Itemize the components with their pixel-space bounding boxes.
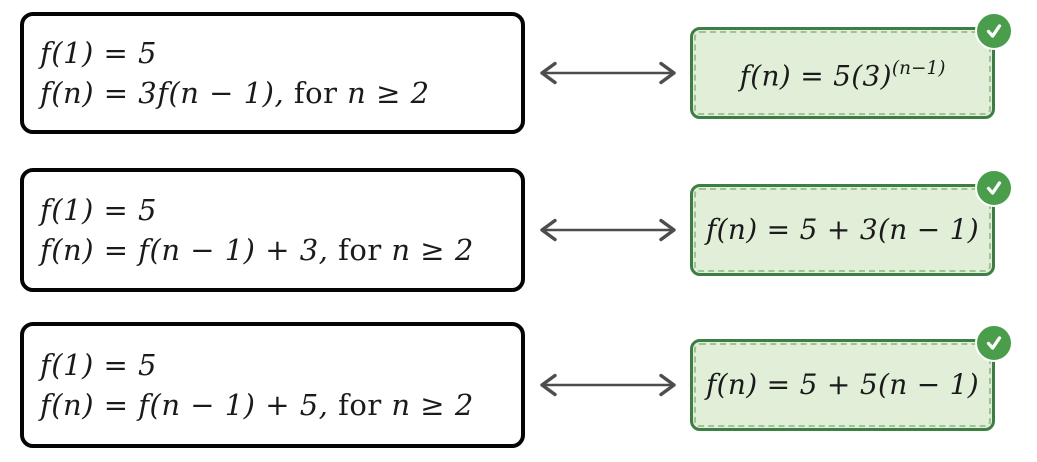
recursive-definition-card: f(1) = 5 f(n) = f(n − 1) + 3, for n ≥ 2 xyxy=(20,168,525,292)
match-arrow xyxy=(525,60,690,86)
double-arrow-icon xyxy=(539,218,676,242)
checkmark-icon xyxy=(986,336,1002,350)
recursive-definition-card: f(1) = 5 f(n) = 3f(n − 1), for n ≥ 2 xyxy=(20,12,525,134)
definition-line-1: f(1) = 5 xyxy=(40,348,157,382)
match-row: f(1) = 5 f(n) = 3f(n − 1), for n ≥ 2 f(n… xyxy=(20,12,1037,134)
definition-line-1: f(1) = 5 xyxy=(40,36,157,70)
match-arrow xyxy=(525,217,690,243)
definition-line-1: f(1) = 5 xyxy=(40,193,157,227)
explicit-formula: f(n) = 5 + 3(n − 1) xyxy=(705,213,980,246)
correct-badge xyxy=(975,169,1013,207)
explicit-formula: f(n) = 5(3)(n−1) xyxy=(739,58,946,93)
matched-answer-card[interactable]: f(n) = 5 + 3(n − 1) xyxy=(690,169,1013,276)
match-row: f(1) = 5 f(n) = f(n − 1) + 5, for n ≥ 2 … xyxy=(20,322,1037,448)
checkmark-icon xyxy=(986,181,1002,195)
match-row: f(1) = 5 f(n) = f(n − 1) + 3, for n ≥ 2 … xyxy=(20,168,1037,292)
definition-line-2: f(n) = f(n − 1) + 5, for n ≥ 2 xyxy=(40,388,474,422)
matching-exercise-board: f(1) = 5 f(n) = 3f(n − 1), for n ≥ 2 f(n… xyxy=(20,12,1037,448)
explicit-formula: f(n) = 5 + 5(n − 1) xyxy=(705,368,980,401)
definition-line-2: f(n) = f(n − 1) + 3, for n ≥ 2 xyxy=(40,233,474,267)
recursive-definition-card: f(1) = 5 f(n) = f(n − 1) + 5, for n ≥ 2 xyxy=(20,322,525,448)
correct-badge xyxy=(975,12,1013,50)
match-arrow xyxy=(525,372,690,398)
checkmark-icon xyxy=(986,24,1002,38)
correct-badge xyxy=(975,324,1013,362)
definition-line-2: f(n) = 3f(n − 1), for n ≥ 2 xyxy=(40,76,430,110)
matched-answer-card[interactable]: f(n) = 5(3)(n−1) xyxy=(690,12,1013,119)
double-arrow-icon xyxy=(539,373,676,397)
matched-answer-card[interactable]: f(n) = 5 + 5(n − 1) xyxy=(690,324,1013,431)
double-arrow-icon xyxy=(539,61,676,85)
